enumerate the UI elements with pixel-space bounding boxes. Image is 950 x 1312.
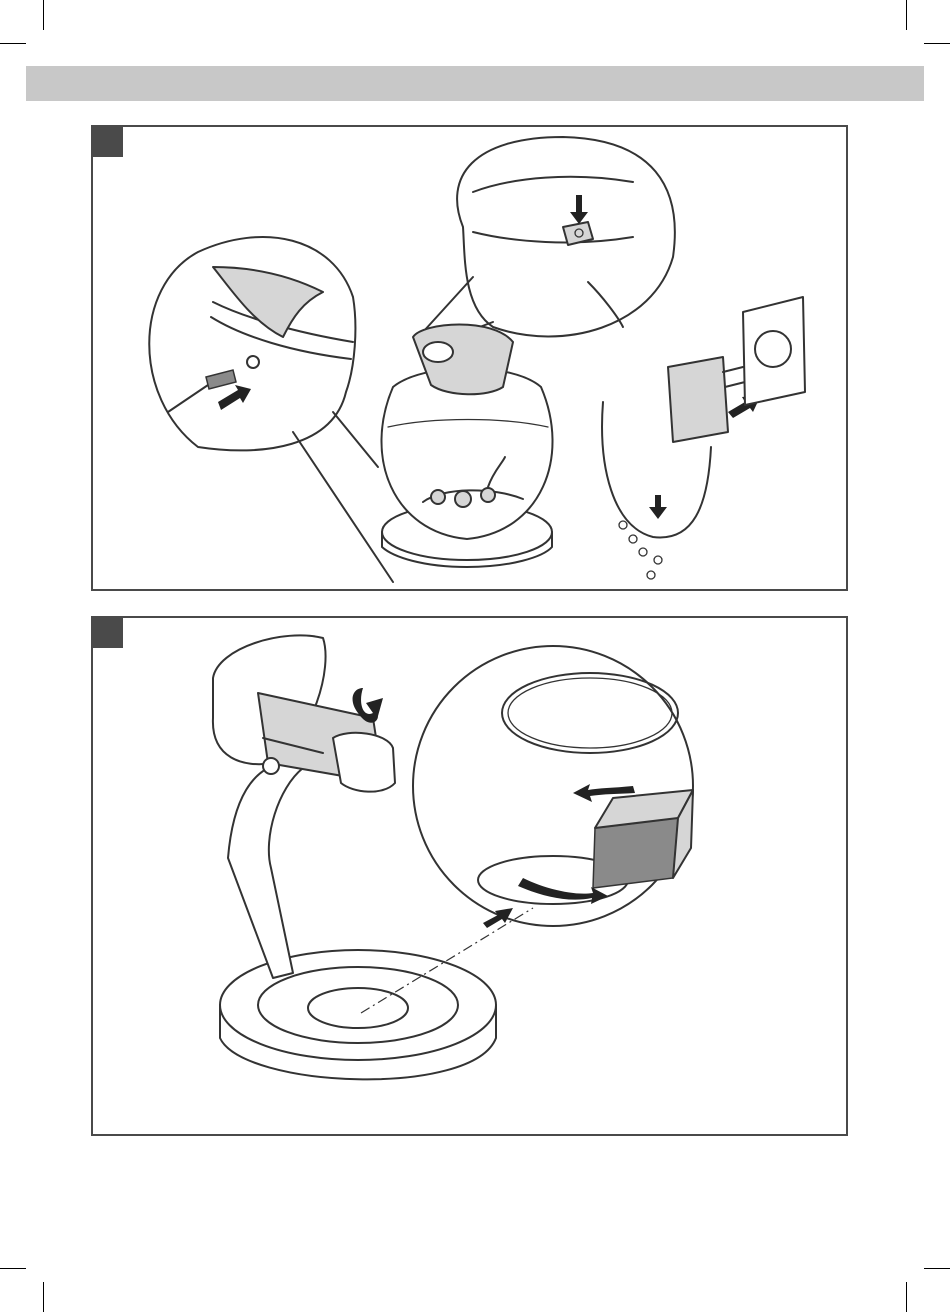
pump-filter-assembly-illustration bbox=[93, 618, 846, 1134]
illustration-panel-1 bbox=[91, 125, 848, 591]
power-adapter-icon bbox=[668, 357, 728, 442]
pump-power-connection-illustration bbox=[93, 127, 846, 589]
aquarium-sphere bbox=[413, 646, 693, 926]
power-plug-detail bbox=[149, 237, 393, 582]
crop-mark bbox=[43, 1282, 44, 1312]
crop-mark bbox=[43, 0, 44, 30]
wall-socket-icon bbox=[743, 297, 805, 405]
illustration-panel-2 bbox=[91, 616, 848, 1136]
power-adapter bbox=[602, 297, 805, 579]
pump-unit-icon bbox=[213, 635, 395, 791]
crop-mark bbox=[924, 43, 950, 44]
stand-arm bbox=[228, 763, 303, 978]
aquarium-bowl bbox=[381, 325, 552, 568]
stand-base bbox=[220, 950, 496, 1079]
crop-mark bbox=[906, 0, 907, 30]
drip-arrow-icon bbox=[649, 495, 667, 519]
crop-mark bbox=[924, 1268, 950, 1269]
filter-sponge-icon bbox=[593, 790, 693, 888]
power-button-detail bbox=[423, 137, 675, 337]
header-bar bbox=[26, 66, 924, 101]
crop-mark bbox=[0, 43, 26, 44]
crop-mark bbox=[906, 1282, 907, 1312]
crop-mark bbox=[0, 1268, 26, 1269]
water-drop-icon bbox=[619, 521, 662, 579]
